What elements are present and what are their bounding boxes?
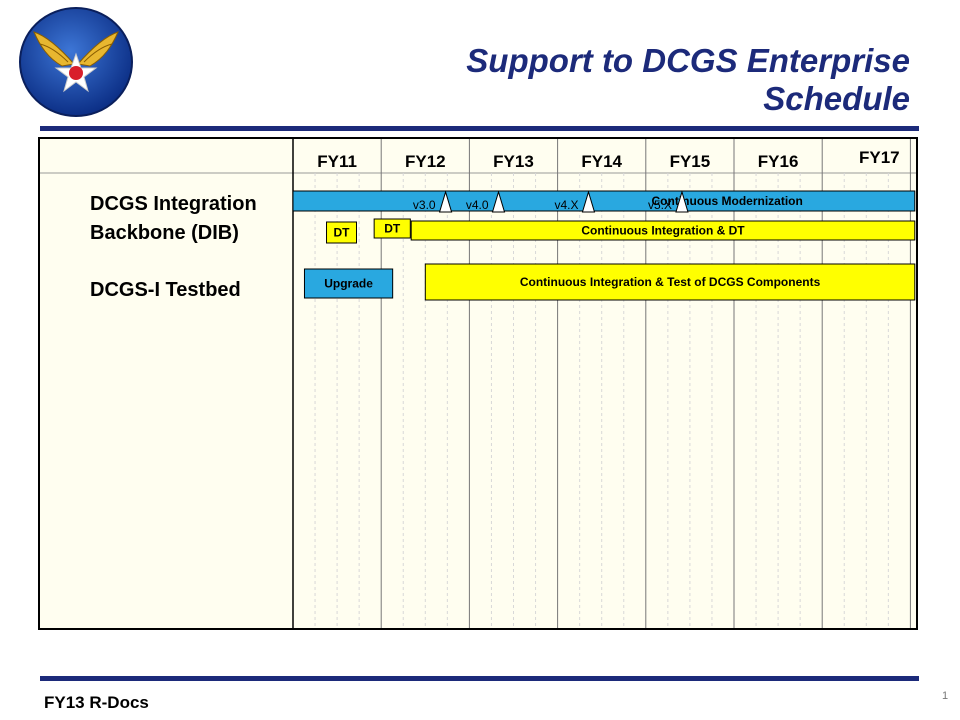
fy-header: FY14 — [581, 152, 622, 171]
milestone-marker — [581, 190, 596, 213]
row-label: Backbone (DIB) — [90, 222, 239, 244]
row-label: DCGS-I Testbed — [90, 279, 241, 301]
page-number: 1 — [942, 690, 949, 702]
title-line-2: Schedule — [763, 80, 910, 117]
bar-label: Continuous Integration & Test of DCGS Co… — [520, 275, 821, 289]
bar-label: DT — [334, 226, 351, 240]
schedule-bar — [373, 218, 411, 239]
milestone-label: v3.0 — [413, 198, 436, 212]
bar-label: Continuous Modernization — [652, 194, 803, 208]
milestone-label: v5.X — [648, 198, 672, 212]
header-rule — [40, 126, 919, 131]
bar-label: Continuous Integration & DT — [581, 224, 745, 238]
footer-rule — [40, 676, 919, 681]
schedule-bar — [424, 263, 916, 301]
milestone-label: v4.0 — [466, 198, 489, 212]
fy-header: FY11 — [317, 152, 357, 171]
fy-header: FY12 — [405, 152, 446, 171]
schedule-bar — [292, 190, 916, 212]
fy-header: FY15 — [670, 152, 711, 171]
milestone-marker — [491, 190, 506, 213]
fy-header: FY16 — [758, 152, 799, 171]
milestone-marker — [675, 190, 689, 213]
fy-header: FY17 — [859, 148, 900, 167]
schedule-bar — [326, 221, 358, 244]
air-force-emblem-icon — [19, 7, 133, 117]
row-label: DCGS Integration — [90, 193, 257, 215]
schedule-bar — [303, 268, 394, 299]
fy-header: FY13 — [493, 152, 534, 171]
title-line-1: Support to DCGS Enterprise — [466, 42, 910, 79]
page-title: Support to DCGS Enterprise Schedule — [466, 42, 910, 118]
footer-label: FY13 R-Docs — [44, 693, 149, 712]
milestone-label: v4.X — [554, 198, 578, 212]
milestone-marker — [438, 190, 453, 213]
schedule-bar — [410, 220, 916, 241]
bar-label: Upgrade — [324, 277, 373, 291]
bar-label: DT — [384, 222, 401, 236]
